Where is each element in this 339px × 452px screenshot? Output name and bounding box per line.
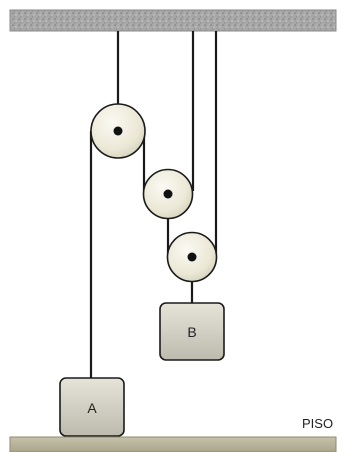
ropes	[89, 31, 218, 378]
block-a-label: A	[87, 400, 97, 416]
pulley-middle-axle	[163, 189, 173, 199]
ceiling	[9, 9, 337, 32]
block-b-label: B	[187, 324, 196, 340]
block-b: B	[159, 302, 225, 361]
pulley-top-axle	[113, 126, 123, 136]
pulley-top	[90, 103, 146, 159]
floor-label: PISO	[302, 416, 333, 431]
pulley-lower	[166, 231, 218, 283]
pulley-lower-axle	[187, 252, 197, 262]
floor	[9, 436, 337, 452]
block-a: A	[59, 377, 125, 437]
pulley-middle	[142, 168, 194, 220]
